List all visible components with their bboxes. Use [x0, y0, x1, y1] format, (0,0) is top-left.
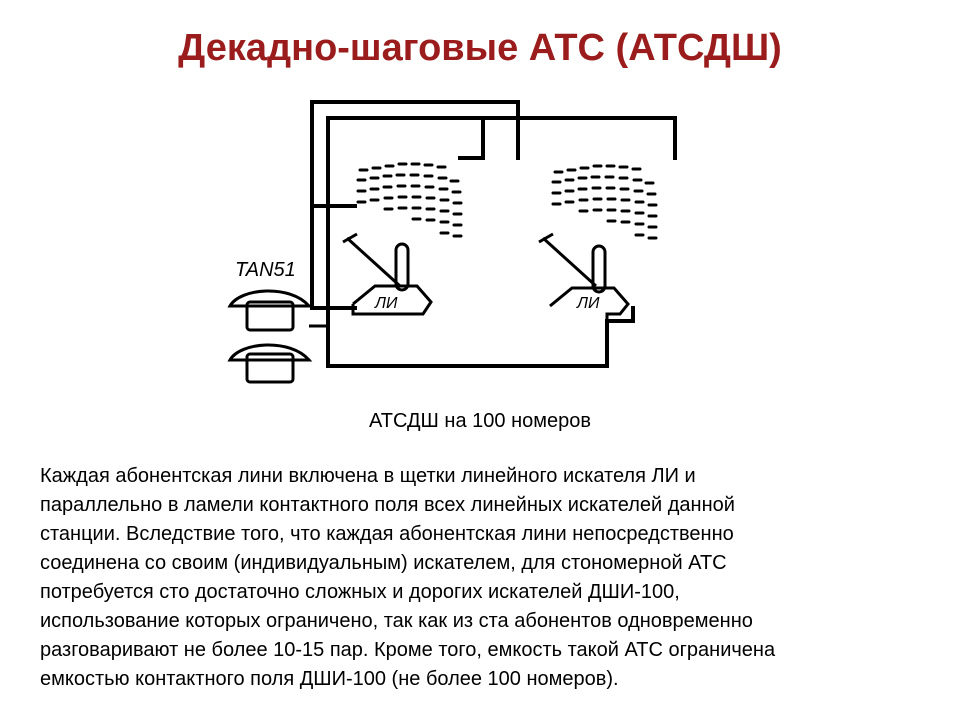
wiring [310, 100, 677, 368]
finder-left [342, 232, 433, 316]
body-line: станции. Вследствие того, что каждая або… [40, 523, 734, 545]
diagram-svg: TAN51 ЛИ ЛИ [227, 100, 677, 384]
slide-title: Декадно-шаговые АТС (АТСДШ) [178, 27, 782, 69]
body-line: емкостью контактного поля ДШИ-100 (не бо… [40, 668, 619, 690]
wire-bottom [326, 306, 635, 368]
switching-diagram: TAN51 ЛИ ЛИ [225, 96, 685, 386]
phone-label: TAN51 [235, 259, 296, 281]
finder-right [538, 232, 630, 321]
body-line: параллельно в ламели контактного поля вс… [40, 494, 735, 516]
contact-bank-right [551, 164, 658, 240]
body-line: разговаривают не более 10-15 пар. Кроме … [40, 639, 776, 661]
body-line: Каждая абонентская лини включена в щетки… [40, 465, 696, 487]
body-paragraph: Каждая абонентская лини включена в щетки… [40, 462, 930, 694]
figure-caption: АТСДШ на 100 номеров [369, 410, 591, 432]
contact-bank-left [356, 162, 463, 238]
wire-inner [326, 116, 677, 368]
finder-right-label: ЛИ [576, 295, 600, 312]
body-line: потребуется сто достаточно сложных и дор… [40, 581, 680, 603]
body-line: использование которых ограничено, так ка… [40, 610, 753, 632]
finder-left-label: ЛИ [374, 295, 398, 312]
body-line: соединена со своим (индивидуальным) иска… [40, 552, 727, 574]
telephone-icon [227, 289, 328, 384]
